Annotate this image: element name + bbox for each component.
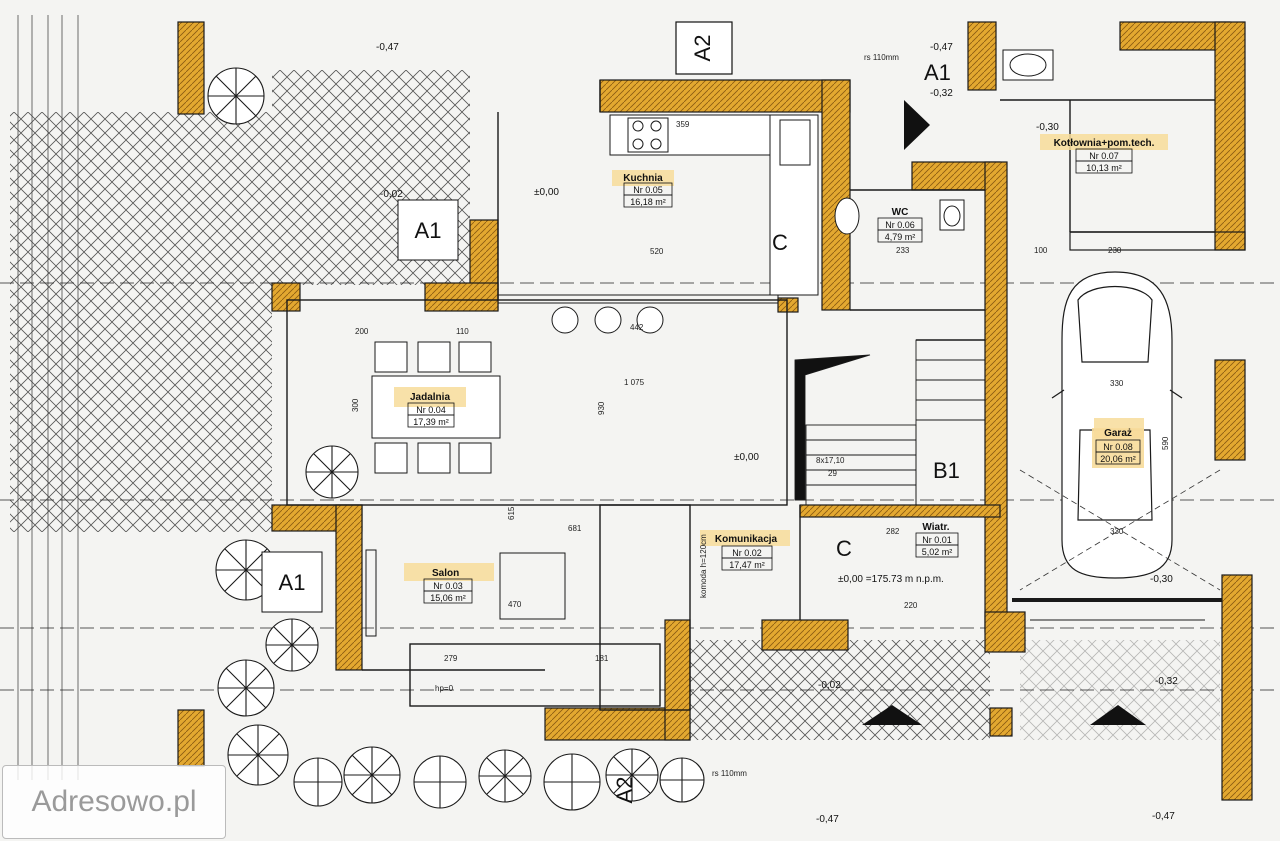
marker-a1-bottom: A1 [279, 570, 306, 595]
marker-a1-top: A1 [924, 60, 951, 85]
watermark-text: Adresowo.pl [31, 785, 197, 818]
level-marks: ±0,00 ±0,00 -0,02 -0,47 -0,47 -0,32 -0,3… [376, 42, 1178, 825]
dim-label: 681 [568, 524, 582, 533]
room-kotlownia: Kotłownia+pom.tech. Nr 0.07 10,13 m² [1054, 138, 1155, 174]
level-mark: -0,47 [376, 42, 399, 53]
dining-set [371, 341, 501, 474]
level-mark: -0,47 [1152, 811, 1175, 822]
room-name: Komunikacja [715, 534, 778, 545]
room-nr: Nr 0.01 [922, 535, 952, 545]
room-name: Kuchnia [623, 173, 663, 184]
level-mark: -0,47 [816, 814, 839, 825]
dim-label: hp=0 [435, 684, 454, 693]
room-wc: WC Nr 0.06 4,79 m² [877, 207, 923, 243]
room-area: 17,39 m² [413, 417, 449, 427]
room-name: Garaż [1104, 428, 1132, 439]
garage-door-lines [1019, 469, 1221, 591]
room-nr: Nr 0.07 [1089, 151, 1119, 161]
dim-label: 330 [1110, 527, 1124, 536]
room-name: Jadalnia [410, 392, 450, 403]
room-salon: Salon Nr 0.03 15,06 m² [423, 568, 473, 604]
dim-label: 590 [1161, 436, 1170, 450]
room-nr: Nr 0.02 [732, 548, 762, 558]
dim-label: 110 [456, 327, 469, 336]
dim-label: 470 [508, 600, 522, 609]
dim-label: 300 [351, 398, 360, 412]
room-garaz: Garaż Nr 0.08 20,06 m² [1092, 428, 1144, 468]
dim-label: rs 110mm [864, 53, 899, 62]
dim-label: rs 110mm [712, 769, 747, 778]
level-mark: -0,32 [1155, 676, 1178, 687]
level-mark: -0,32 [930, 88, 953, 99]
dimension-texts: 359 520 1 075 442 681 470 279 181 930 61… [351, 53, 1170, 778]
room-wiatrolap: Wiatr. Nr 0.01 5,02 m² [915, 522, 959, 558]
trees [207, 67, 705, 811]
level-mark: -0,47 [930, 42, 953, 53]
dim-label: 200 [355, 327, 369, 336]
room-name: Salon [432, 568, 459, 579]
level-mark: ±0,00 =175.73 m n.p.m. [838, 574, 944, 585]
marker-b1: B1 [933, 458, 960, 483]
dim-label: 100 [1034, 246, 1048, 255]
entrance-arrows [862, 100, 1146, 725]
room-nr: Nr 0.03 [433, 581, 463, 591]
dim-label: 1 075 [624, 378, 645, 387]
section-marker-a1-left: A1 [397, 199, 459, 261]
room-nr: Nr 0.06 [885, 220, 915, 230]
marker-a2-top: A2 [690, 35, 715, 62]
dim-label: 279 [444, 654, 458, 663]
room-name: WC [892, 207, 909, 218]
dim-label: 930 [597, 401, 606, 415]
section-marker-a1-bottom: A1 [261, 551, 323, 613]
level-mark: -0,30 [1150, 574, 1173, 585]
room-area: 5,02 m² [922, 547, 953, 557]
dim-label: 520 [650, 247, 664, 256]
room-kuchnia: Kuchnia Nr 0.05 16,18 m² [623, 173, 673, 208]
section-marker-a2-top: A2 [675, 21, 733, 75]
marker-c-wind: C [836, 536, 852, 561]
dim-label: 615 [507, 506, 516, 520]
marker-a2-bottom: A2 [612, 777, 637, 804]
label-highlights [394, 134, 1168, 581]
dim-label: 359 [676, 120, 690, 129]
stairs [794, 339, 986, 506]
room-nr: Nr 0.05 [633, 185, 663, 195]
level-mark: -0,02 [818, 680, 841, 691]
dim-label: 233 [896, 246, 910, 255]
living-furniture [365, 549, 566, 637]
room-name: Wiatr. [922, 522, 949, 533]
room-name: Kotłownia+pom.tech. [1054, 138, 1155, 149]
watermark-box: Adresowo.pl [2, 765, 226, 839]
marker-c-kitchen: C [772, 230, 788, 255]
room-area: 15,06 m² [430, 593, 466, 603]
room-komunikacja: Komunikacja Nr 0.02 17,47 m² [715, 534, 778, 571]
wc-fixtures [834, 49, 1054, 235]
kitchen-fixtures [497, 114, 819, 334]
interior-lines [286, 80, 1222, 711]
room-area: 17,47 m² [729, 560, 765, 570]
level-mark: ±0,00 [734, 452, 759, 463]
level-mark: -0,02 [380, 189, 403, 200]
dim-label: 442 [630, 323, 644, 332]
room-jadalnia: Jadalnia Nr 0.04 17,39 m² [407, 392, 455, 428]
room-nr: Nr 0.04 [416, 405, 446, 415]
dim-label: 330 [1110, 379, 1124, 388]
dim-label: 29 [828, 469, 837, 478]
room-area: 10,13 m² [1086, 163, 1122, 173]
walls [177, 21, 1253, 801]
marker-a1-left: A1 [415, 218, 442, 243]
room-area: 16,18 m² [630, 197, 666, 207]
dim-label: 8x17,10 [816, 456, 845, 465]
room-area: 20,06 m² [1100, 454, 1136, 464]
room-area: 4,79 m² [885, 232, 916, 242]
level-mark: -0,30 [1036, 122, 1059, 133]
dim-label: 282 [886, 527, 900, 536]
room-nr: Nr 0.08 [1103, 442, 1133, 452]
dim-label: 181 [595, 654, 609, 663]
dim-label: komoda h=120cm [699, 534, 708, 598]
dim-label: 220 [904, 601, 918, 610]
level-mark: ±0,00 [534, 187, 559, 198]
dim-label: 230 [1108, 246, 1122, 255]
